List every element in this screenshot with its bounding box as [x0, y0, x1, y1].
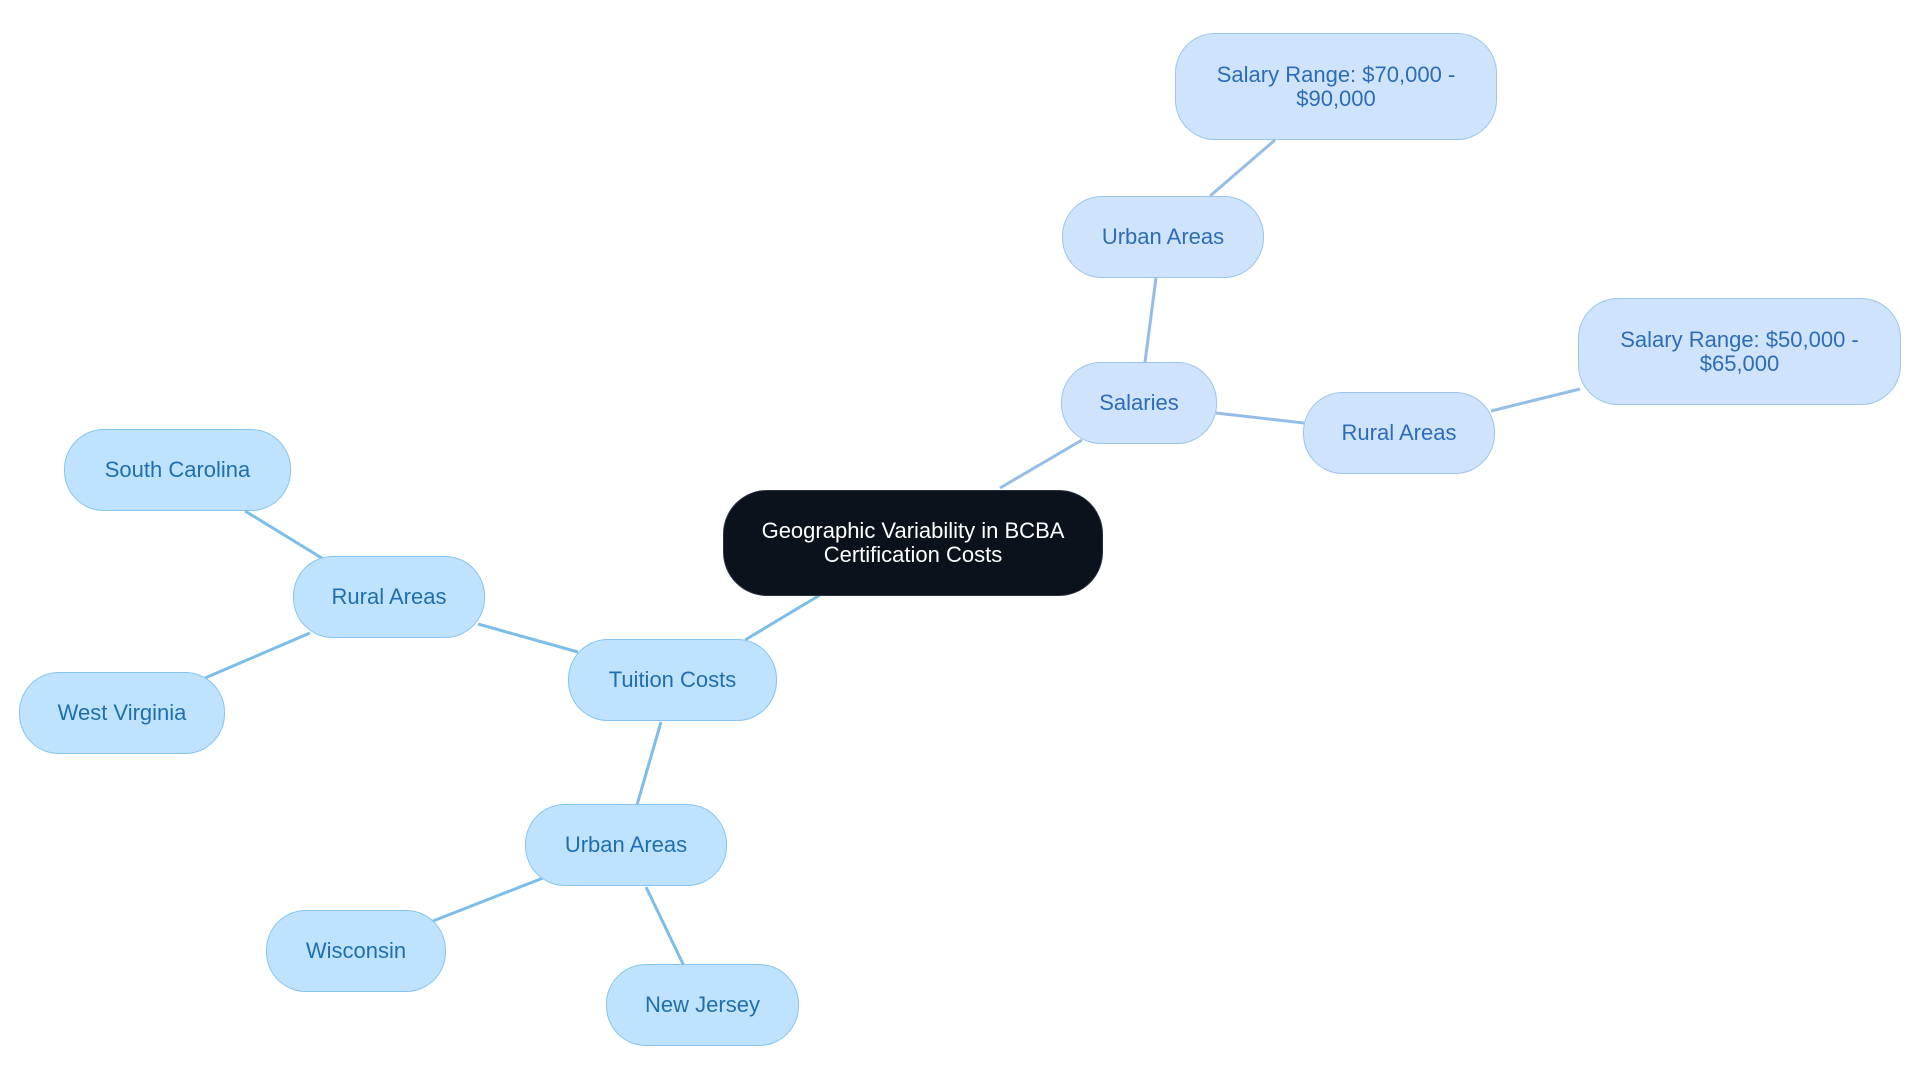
- edge-tuition-rural: [477, 622, 579, 654]
- node-wisconsin[interactable]: Wisconsin: [266, 910, 446, 992]
- node-salaries-urban-areas[interactable]: Urban Areas: [1062, 196, 1264, 278]
- salary-range-urban-label: Salary Range: $70,000 - $90,000: [1216, 61, 1456, 111]
- root-node[interactable]: Geographic Variability in BCBA Certifica…: [723, 490, 1103, 596]
- node-new-jersey[interactable]: New Jersey: [606, 964, 799, 1046]
- node-tuition-rural-areas[interactable]: Rural Areas: [293, 556, 485, 638]
- tuition-urban-label: Urban Areas: [564, 832, 688, 857]
- edge-rural-south-carolina: [244, 509, 326, 562]
- node-west-virginia[interactable]: West Virginia: [19, 672, 225, 754]
- edge-salaries-rural-range: [1490, 387, 1581, 413]
- edge-urban-new-jersey: [644, 886, 686, 967]
- south-carolina-label: South Carolina: [104, 457, 251, 482]
- salary-range-rural-label: Salary Range: $50,000 - $65,000: [1620, 326, 1859, 376]
- node-salary-range-rural[interactable]: Salary Range: $50,000 - $65,000: [1578, 298, 1901, 405]
- node-salaries[interactable]: Salaries: [1061, 362, 1217, 444]
- tuition-rural-label: Rural Areas: [331, 584, 447, 609]
- root-label: Geographic Variability in BCBA Certifica…: [761, 518, 1065, 567]
- edge-root-tuition: [744, 593, 821, 642]
- tuition-costs-label: Tuition Costs: [608, 667, 737, 692]
- node-salaries-rural-areas[interactable]: Rural Areas: [1303, 392, 1495, 474]
- edge-rural-west-virginia: [204, 631, 311, 680]
- edge-salaries-urban: [1143, 277, 1158, 363]
- edge-urban-wisconsin: [432, 876, 544, 923]
- node-south-carolina[interactable]: South Carolina: [64, 429, 291, 511]
- edge-tuition-urban: [635, 721, 663, 806]
- new-jersey-label: New Jersey: [645, 992, 760, 1017]
- west-virginia-label: West Virginia: [57, 700, 187, 725]
- node-tuition-costs[interactable]: Tuition Costs: [568, 639, 777, 721]
- edge-salaries-urban-range: [1209, 138, 1276, 198]
- node-tuition-urban-areas[interactable]: Urban Areas: [525, 804, 727, 886]
- salaries-label: Salaries: [1099, 390, 1179, 415]
- wisconsin-label: Wisconsin: [305, 938, 407, 963]
- edge-salaries-rural: [1215, 411, 1305, 425]
- salaries-rural-label: Rural Areas: [1341, 420, 1457, 445]
- salaries-urban-label: Urban Areas: [1101, 224, 1225, 249]
- node-salary-range-urban[interactable]: Salary Range: $70,000 - $90,000: [1175, 33, 1497, 140]
- edge-root-salaries: [999, 438, 1083, 490]
